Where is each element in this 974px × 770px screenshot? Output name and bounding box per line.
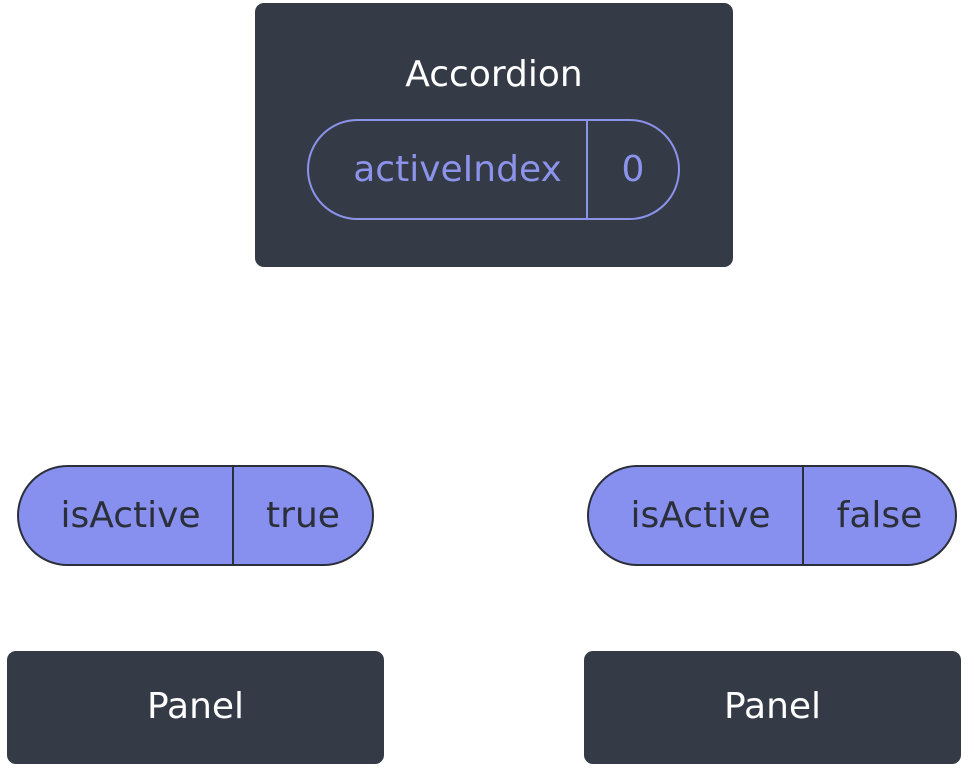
prop-value-right: false <box>836 495 923 536</box>
state-value: 0 <box>621 149 645 190</box>
accordion-title: Accordion <box>405 54 583 95</box>
state-pill-active-index: activeIndex 0 <box>307 119 680 220</box>
prop-key-left: isActive <box>19 467 234 564</box>
panel-title-left: Panel <box>146 686 245 727</box>
prop-pill-left: isActive true <box>17 465 374 566</box>
prop-pill-right: isActive false <box>587 465 957 566</box>
prop-value-left: true <box>266 495 340 536</box>
accordion-node: Accordion activeIndex 0 <box>255 3 733 267</box>
prop-key-right: isActive <box>589 467 804 564</box>
state-key: activeIndex <box>309 121 588 218</box>
panel-node-left: Panel <box>7 651 384 764</box>
panel-node-right: Panel <box>584 651 961 764</box>
panel-title-right: Panel <box>723 686 822 727</box>
